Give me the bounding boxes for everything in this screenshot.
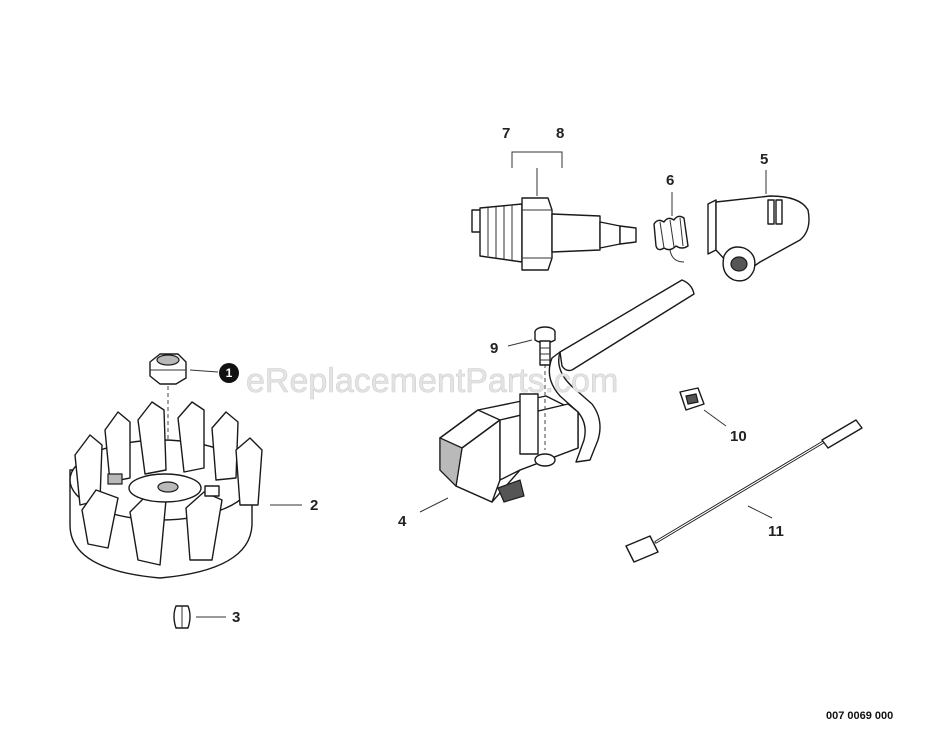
bracket-7-8: [511, 151, 563, 168]
leader-9: [507, 339, 533, 347]
wire-clip: [679, 387, 705, 411]
callout-5: 5: [760, 151, 768, 168]
ignition-coil: [439, 279, 695, 503]
spark-plug-cap: [707, 195, 810, 282]
callout-3: 3: [232, 609, 240, 626]
callout-4: 4: [398, 513, 407, 530]
spark-plug: [471, 197, 637, 271]
leader-11: [747, 505, 773, 519]
woodruff-key: [173, 605, 191, 629]
callout-9: 9: [490, 340, 498, 357]
callout-8: 8: [556, 125, 564, 142]
callout-11: 11: [768, 523, 784, 540]
flywheel-nut: [149, 353, 187, 385]
watermark: eReplacementParts.com: [246, 362, 618, 400]
terminal-spring: [653, 215, 689, 263]
leader-10: [703, 409, 727, 427]
leader-4: [419, 497, 449, 513]
callout-7: 7: [502, 125, 510, 142]
callout-10: 10: [730, 428, 747, 445]
stop-wire: [625, 419, 863, 563]
callout-2: 2: [310, 497, 318, 514]
coil-screw: [534, 326, 556, 366]
callout-1-circle: [219, 363, 239, 383]
callout-6: 6: [666, 172, 674, 189]
callout-1: 1: [226, 366, 233, 380]
flywheel: [69, 401, 263, 579]
leader-1: [189, 369, 219, 373]
document-number: 007 0069 000: [826, 710, 893, 722]
